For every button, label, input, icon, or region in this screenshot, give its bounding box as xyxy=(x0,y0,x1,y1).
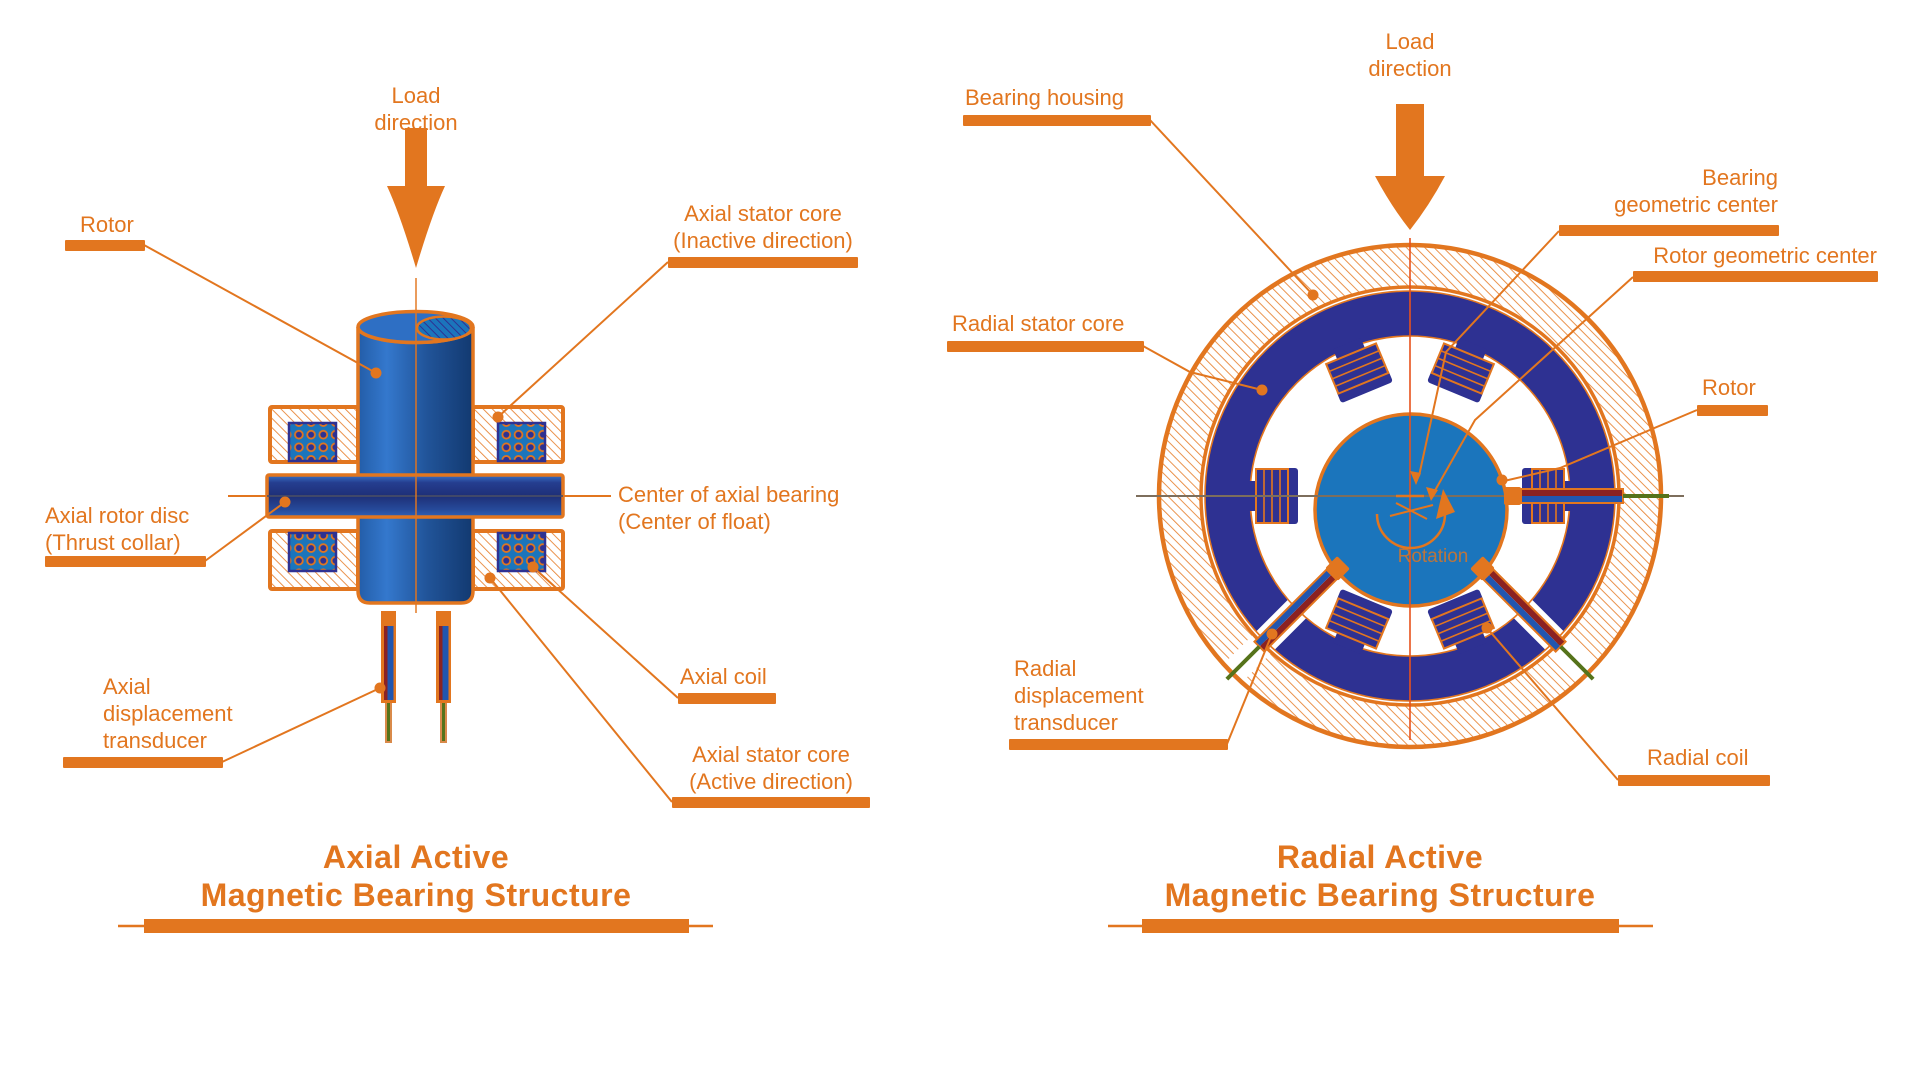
axial-title-underline xyxy=(118,919,713,933)
label-line: Load xyxy=(391,83,441,108)
probe-right xyxy=(436,611,451,743)
label-line: Radial stator core xyxy=(952,311,1125,336)
center-marks xyxy=(1389,494,1434,520)
transducer-label-bar xyxy=(63,757,223,768)
label-line: Axial rotor disc xyxy=(45,503,190,528)
radial-diagram xyxy=(947,104,1878,933)
rotor-disc-label-bar xyxy=(45,556,206,567)
axial-coil-label-bar xyxy=(678,693,776,704)
axial-coils xyxy=(287,421,547,573)
rotation-label: Rotation xyxy=(1398,546,1469,568)
axial-rotor-shaft-section-face xyxy=(415,315,473,341)
radial-transducer-label: Radial displacement transducer xyxy=(1014,655,1144,736)
probe-left xyxy=(381,611,396,743)
radial-transducer-label-bar xyxy=(1009,739,1228,750)
rotor-center-label-bar xyxy=(1633,271,1878,282)
radial-displacement-transducer-probe xyxy=(1504,487,1669,505)
rotation-arrow-icon xyxy=(1375,489,1455,550)
label-line: Rotor xyxy=(1702,375,1756,400)
label-line: direction xyxy=(1368,56,1452,81)
label-line: transducer xyxy=(103,728,207,753)
axial-leaders xyxy=(45,240,870,808)
axial-coil-label: Axial coil xyxy=(680,663,767,690)
bearing-center-label-bar xyxy=(1559,225,1779,236)
label-line: Load xyxy=(1385,29,1435,54)
label-line: transducer xyxy=(1014,710,1118,735)
axial-coil-lower-left xyxy=(287,531,338,573)
axial-center-of-bearing-label: Center of axial bearing (Center of float… xyxy=(618,481,839,535)
housing-label-bar xyxy=(963,115,1151,126)
label-line: Axial stator core xyxy=(684,201,842,226)
label-line: Axial stator core xyxy=(692,742,850,767)
axial-displacement-transducer-probes xyxy=(381,611,451,743)
label-line: direction xyxy=(374,110,458,135)
radial-rotor-label: Rotor xyxy=(1702,374,1756,401)
axial-stator-active-label: Axial stator core (Active direction) xyxy=(689,741,853,795)
stator-inactive-label-bar xyxy=(668,257,858,268)
label-line: displacement xyxy=(1014,683,1144,708)
axial-title: Axial Active Magnetic Bearing Structure xyxy=(201,838,632,914)
radial-rotor-label-bar xyxy=(1697,405,1768,416)
label-line: Radial coil xyxy=(1647,745,1749,770)
radial-load-arrow-down-icon xyxy=(1375,104,1445,230)
radial-title-underline xyxy=(1108,919,1653,933)
radial-rotor-center-label: Rotor geometric center xyxy=(1653,242,1877,269)
axial-rotor-disc-label: Axial rotor disc (Thrust collar) xyxy=(45,502,189,556)
radial-bearing-center-label: Bearing geometric center xyxy=(1614,164,1778,218)
label-line: Axial coil xyxy=(680,664,767,689)
label-line: Rotor geometric center xyxy=(1653,243,1877,268)
label-line: Bearing xyxy=(1702,165,1778,190)
axial-load-direction-label: Load direction xyxy=(374,82,457,136)
axial-rotor-label: Rotor xyxy=(80,211,134,238)
axial-transducer-label: Axial displacement transducer xyxy=(103,673,233,754)
stator-active-label-bar xyxy=(672,797,870,808)
label-line: Bearing housing xyxy=(965,85,1125,110)
axial-coil-upper-left xyxy=(287,421,338,463)
title-line: Radial Active xyxy=(1276,839,1484,875)
label-line: Rotation xyxy=(1397,546,1469,567)
label-line: (Thrust collar) xyxy=(45,530,181,555)
title-line: Magnetic Bearing Structure xyxy=(200,877,632,913)
label-line: Rotor xyxy=(80,212,134,237)
axial-load-arrow-down-icon xyxy=(387,128,445,268)
title-line: Axial Active xyxy=(322,839,510,875)
label-line: displacement xyxy=(103,701,233,726)
radial-load-direction-label: Load direction xyxy=(1368,28,1451,82)
radial-stator-label-bar xyxy=(947,341,1144,352)
rotor-label-bar xyxy=(65,240,145,251)
radial-leaders xyxy=(947,115,1878,786)
label-line: (Inactive direction) xyxy=(673,228,853,253)
label-line: Center of axial bearing xyxy=(618,482,840,507)
axial-coil-upper-right xyxy=(496,421,547,463)
label-line: (Active direction) xyxy=(689,769,853,794)
radial-stator-label: Radial stator core xyxy=(952,310,1124,337)
label-line: geometric center xyxy=(1614,192,1778,217)
axial-centerlines xyxy=(228,278,611,613)
title-line: Magnetic Bearing Structure xyxy=(1164,877,1596,913)
radial-title: Radial Active Magnetic Bearing Structure xyxy=(1165,838,1596,914)
radial-coil-label-bar xyxy=(1618,775,1770,786)
label-line: Radial xyxy=(1014,656,1077,681)
center-leader-arrows xyxy=(1410,230,1634,501)
label-line: (Center of float) xyxy=(618,509,771,534)
radial-coil-label: Radial coil xyxy=(1647,744,1749,771)
radial-housing-label: Bearing housing xyxy=(965,84,1124,111)
axial-diagram xyxy=(45,128,870,933)
axial-stator-inactive-label: Axial stator core (Inactive direction) xyxy=(673,200,853,254)
label-line: Axial xyxy=(103,674,151,699)
